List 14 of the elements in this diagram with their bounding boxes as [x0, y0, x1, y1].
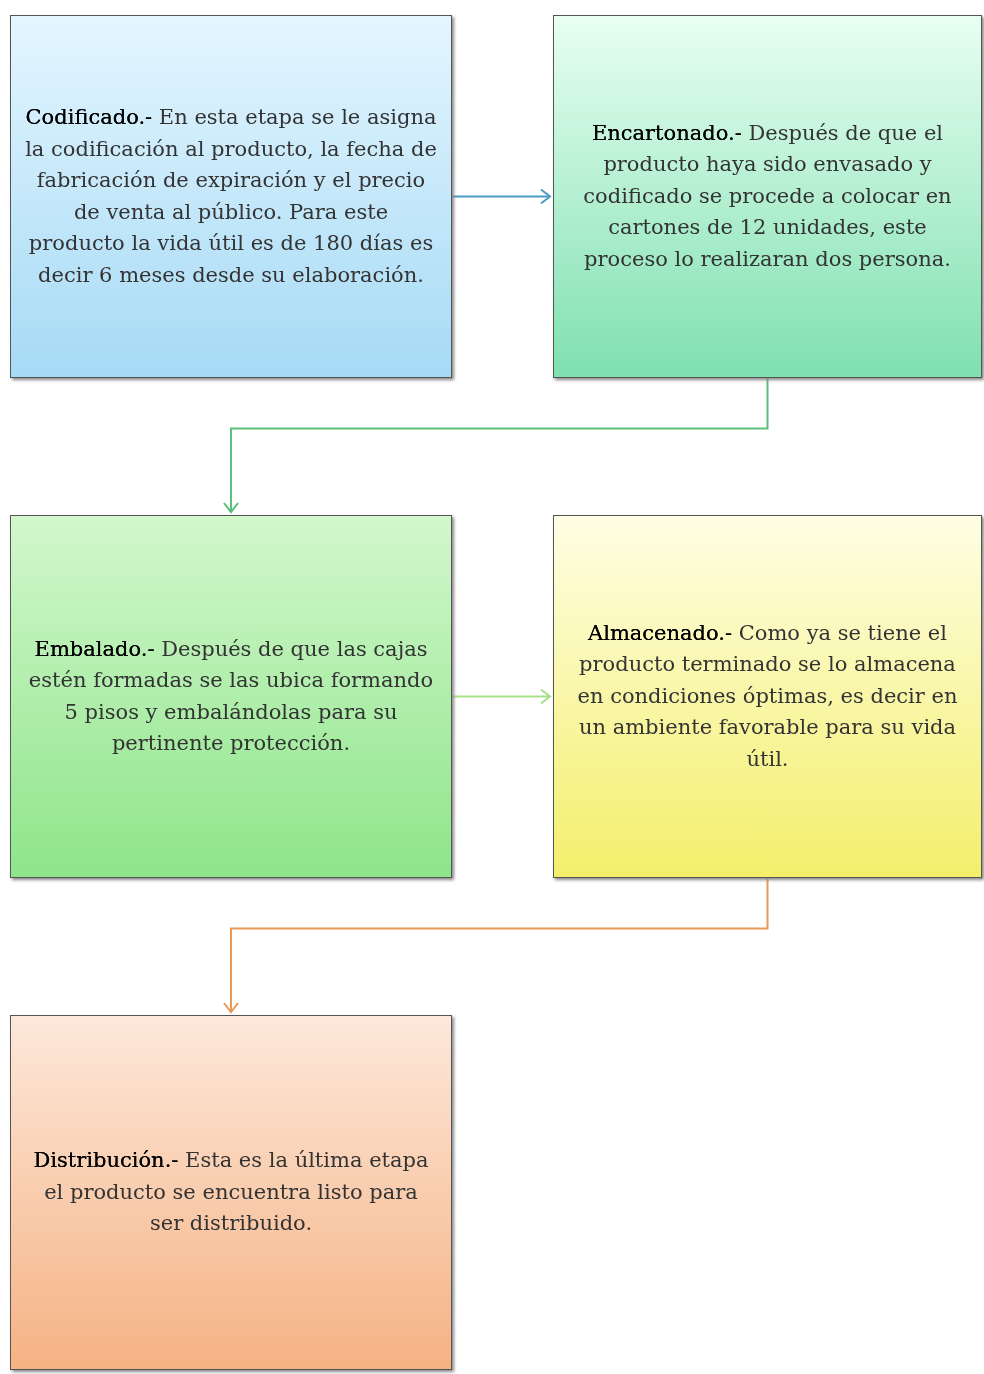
process-box — [553, 15, 982, 378]
process-box — [553, 515, 982, 878]
process-box — [10, 515, 452, 878]
step-description: Almacenado.- Como ya se tiene el producto terminado se lo almacena en condiciones óptimas, es decir en un ambiente favorable para su vida útil. — [576, 619, 959, 773]
arrow — [223, 877, 769, 1013]
step-description: Distribución.- Esta es la última etapa el producto se encuentra listo para ser distribuido. — [32, 1147, 430, 1238]
step-description: Codificado.- En esta etapa se le asigna la codificación al producto, la fecha de fabricación de expiración y el precio de venta al público. Para este producto la vida útil es de 180 días es decir 6 meses desde su elaboración. — [25, 104, 437, 289]
arrow — [451, 188, 551, 205]
process-box — [10, 1015, 452, 1370]
step-description: Embalado.- Después de que las cajas estén formadas se las ubica formando 5 pisos y embalándolas para su pertinente protección. — [27, 635, 435, 757]
arrow — [451, 688, 551, 705]
process-box — [10, 15, 452, 378]
arrow — [223, 377, 769, 513]
step-description: Encartonado.- Después de que el producto haya sido envasado y codificado se procede a colocar en cartones de 12 unidades, este proceso lo realizaran dos persona. — [582, 119, 953, 273]
